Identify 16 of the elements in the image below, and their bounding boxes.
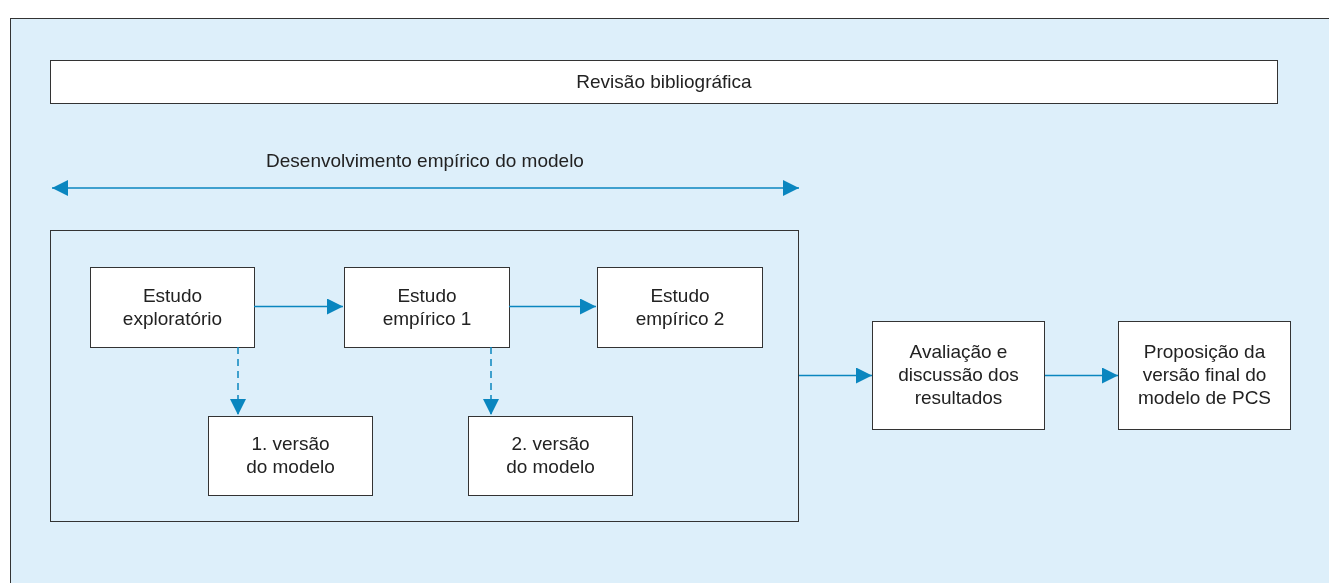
group-frame <box>50 230 799 522</box>
arrow <box>483 346 499 416</box>
arrow <box>230 346 246 416</box>
arrow <box>253 298 344 315</box>
process-box: Proposição da versão final do modelo de PCS <box>1118 321 1291 430</box>
process-box: Avaliação e discussão dos resultados <box>872 321 1045 430</box>
section-label: Desenvolvimento empírico do modelo <box>266 150 584 172</box>
arrow <box>508 298 597 315</box>
process-box: 2. versão do modelo <box>468 416 633 496</box>
process-box: Estudo empírico 1 <box>344 267 510 348</box>
process-box: Estudo exploratório <box>90 267 255 348</box>
arrow <box>1044 367 1119 384</box>
process-box: 1. versão do modelo <box>208 416 373 496</box>
process-box: Revisão bibliográfica <box>50 60 1278 104</box>
process-box: Estudo empírico 2 <box>597 267 763 348</box>
arrow <box>798 367 873 384</box>
